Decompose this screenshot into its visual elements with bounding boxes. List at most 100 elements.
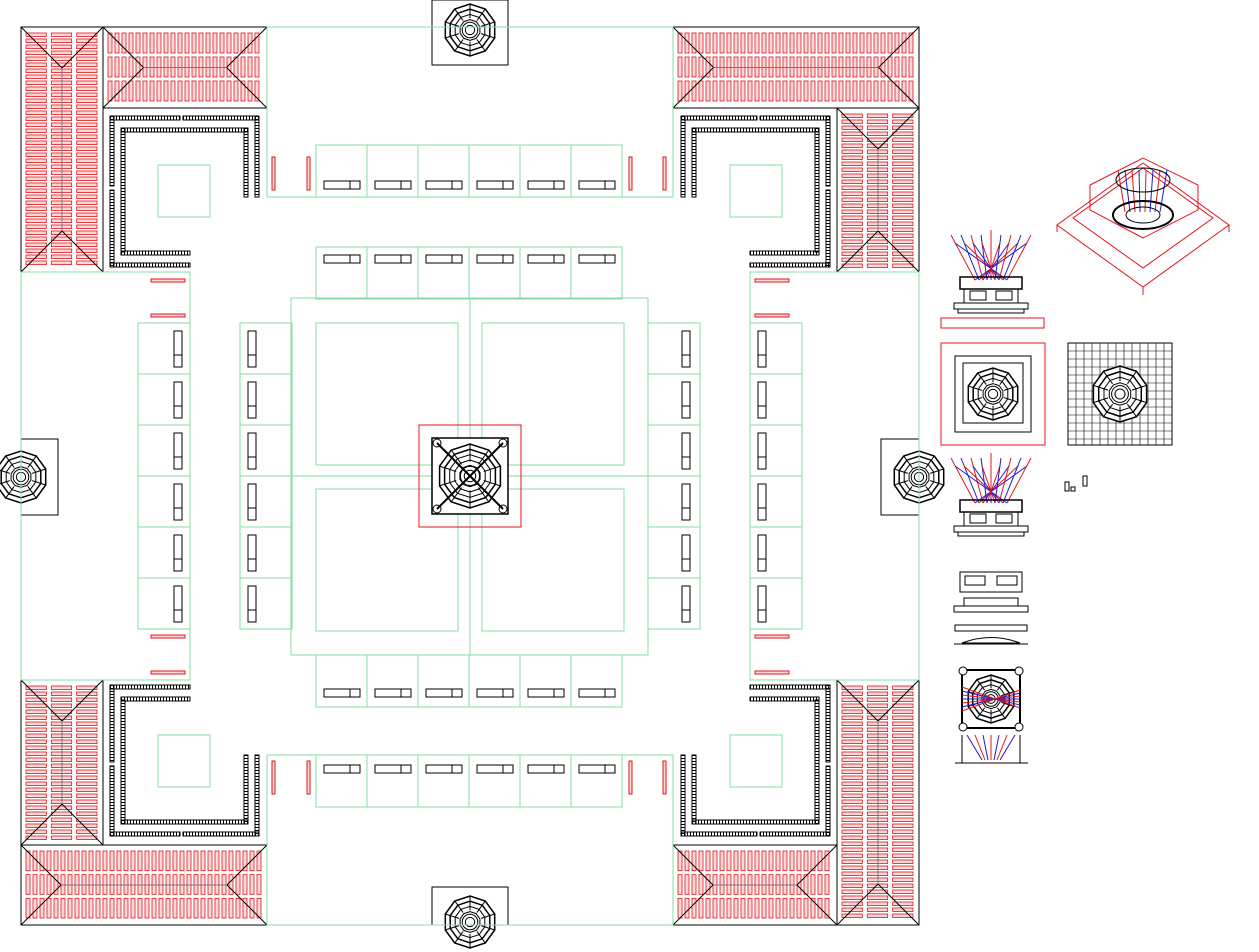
octagonal-pavilion-plan: [0, 450, 47, 504]
iso-roof-box: [1089, 157, 1199, 239]
rafter: [982, 242, 1010, 281]
rafter: [963, 242, 1004, 281]
inner-circle: [464, 916, 476, 928]
roof-tile: [25, 733, 47, 738]
hatched-wall: [109, 831, 181, 837]
roof-tile: [841, 817, 863, 822]
roof-tile: [25, 787, 47, 792]
roof-tile: [76, 691, 98, 696]
roof-tile: [892, 733, 914, 738]
bench: [527, 764, 565, 774]
inner-circle: [984, 385, 1002, 403]
bench: [681, 432, 691, 470]
radial-rib: [454, 39, 464, 52]
roof-tile: [892, 221, 914, 226]
roof-tile: [894, 80, 900, 102]
bench: [527, 254, 565, 264]
roof-tile: [151, 897, 157, 919]
radial-rib: [977, 403, 987, 416]
roof-tile: [698, 850, 704, 872]
roof-tile: [841, 895, 863, 900]
roof-tile: [841, 865, 863, 870]
roof-tile: [76, 829, 98, 834]
roof-tile: [782, 897, 788, 919]
roof-tile: [32, 897, 38, 919]
roof-tile: [76, 170, 98, 175]
roof-tile: [892, 245, 914, 250]
roof-tile: [76, 146, 98, 151]
roof-tile: [698, 80, 704, 102]
roof-tile: [892, 865, 914, 870]
roof-tile: [901, 32, 907, 54]
roof-tile: [892, 119, 914, 124]
roof-tile: [866, 143, 889, 148]
roof-tile: [76, 98, 98, 103]
roof-tile: [67, 897, 73, 919]
roof-tile: [121, 32, 127, 54]
column: [1014, 666, 1024, 676]
roof-tile: [76, 260, 98, 265]
detail-views-panel: [940, 157, 1230, 764]
rafter: [1002, 234, 1022, 281]
radial-rib: [476, 900, 486, 913]
column: [958, 666, 968, 676]
hip-line: [877, 107, 920, 150]
radial-rib: [1131, 397, 1147, 404]
roof-tile: [207, 850, 213, 872]
roof-tile: [240, 80, 246, 102]
roof-tile: [76, 805, 98, 810]
roof-tile: [892, 143, 914, 148]
bench: [578, 764, 616, 774]
rafter: [1006, 457, 1032, 504]
roof-tile: [841, 709, 863, 714]
roof-tile: [841, 197, 863, 202]
radial-rib: [454, 8, 464, 21]
roof-tile: [25, 817, 47, 822]
roof-tile: [74, 897, 80, 919]
roof-tile: [831, 80, 837, 102]
rafter: [986, 242, 1001, 281]
roof-tile: [892, 173, 914, 178]
rafter: [950, 234, 976, 281]
roof-tile: [177, 80, 183, 102]
roof-tile: [841, 751, 863, 756]
roof-tile: [25, 236, 47, 241]
roof-tile: [841, 763, 863, 768]
roof-tile: [841, 835, 863, 840]
bench: [757, 381, 767, 419]
inner-circle: [464, 24, 476, 36]
radial-rib: [894, 468, 909, 474]
radial-rib: [454, 900, 464, 913]
hip-line: [20, 884, 62, 926]
roof-tile: [705, 32, 711, 54]
roof-tile: [803, 897, 809, 919]
roof-tile: [705, 850, 711, 872]
radial-rib: [476, 931, 486, 944]
roof-tile: [782, 80, 788, 102]
roof-tile: [841, 179, 863, 184]
roof-tile: [76, 781, 98, 786]
roof-tile: [142, 80, 148, 102]
roof-tile: [76, 164, 98, 169]
roof-tile: [719, 897, 725, 919]
roof-tile: [892, 257, 914, 262]
west-wing: [20, 271, 191, 681]
roof-tile: [754, 897, 760, 919]
radial-rib: [968, 385, 983, 391]
east-wing: [749, 271, 920, 681]
roof-tile: [254, 32, 260, 54]
roof-tile: [841, 721, 863, 726]
roof-tile: [144, 850, 150, 872]
roof-tile: [761, 897, 767, 919]
roof-tile: [25, 685, 47, 690]
octagon-ring: [982, 383, 1004, 405]
red-marker: [271, 760, 276, 795]
roof-tile: [841, 143, 863, 148]
bench: [374, 764, 412, 774]
roof-tile: [193, 897, 199, 919]
roof-tile: [198, 80, 204, 102]
roof-tile: [768, 850, 774, 872]
rafter: [986, 465, 1001, 504]
inner-circle: [987, 388, 999, 400]
